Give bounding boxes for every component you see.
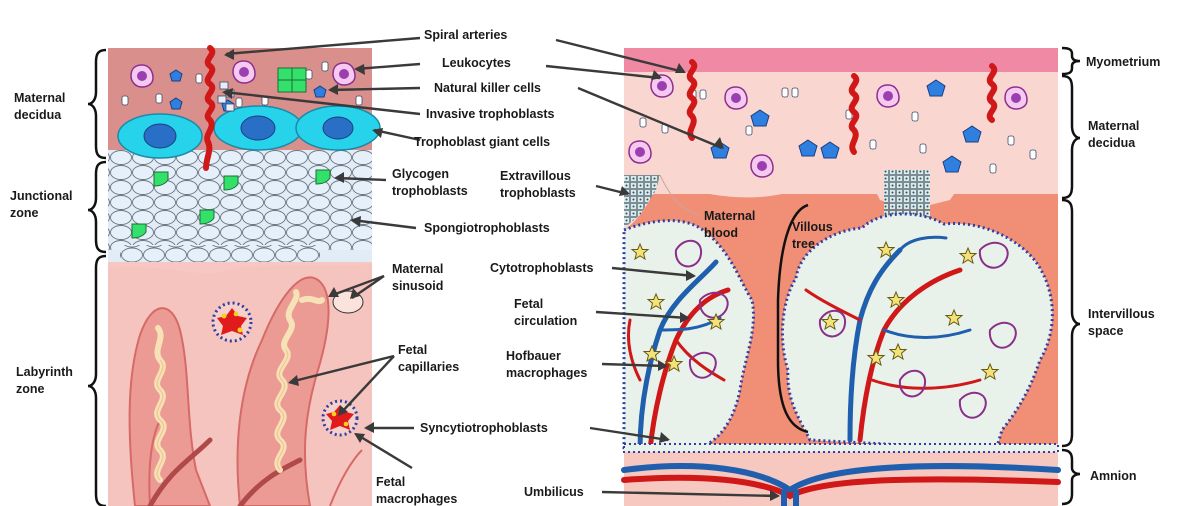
rodent-panel [108,48,380,506]
zone-myometrium: Myometrium [1086,55,1160,69]
label-leukocytes: Leukocytes [442,56,511,70]
label-invasive-trophoblasts: Invasive trophoblasts [426,107,555,121]
label-nk-cells: Natural killer cells [434,81,541,95]
label-giant-cells: Trophoblast giant cells [414,135,550,149]
label-umbilicus: Umbilicus [524,485,584,499]
decidua-glycogen-cluster [278,68,306,92]
zone-amnion: Amnion [1090,469,1137,483]
trophoblast-giant-cells [118,106,380,158]
fetal-macrophage-cluster-upper [213,303,251,341]
label-spongio: Spongiotrophoblasts [424,221,550,235]
label-syncytio: Syncytiotrophoblasts [420,421,548,435]
label-spiral-arteries: Spiral arteries [424,28,507,42]
rodent-brackets [88,50,106,506]
label-cytotrophoblasts: Cytotrophoblasts [490,261,594,275]
